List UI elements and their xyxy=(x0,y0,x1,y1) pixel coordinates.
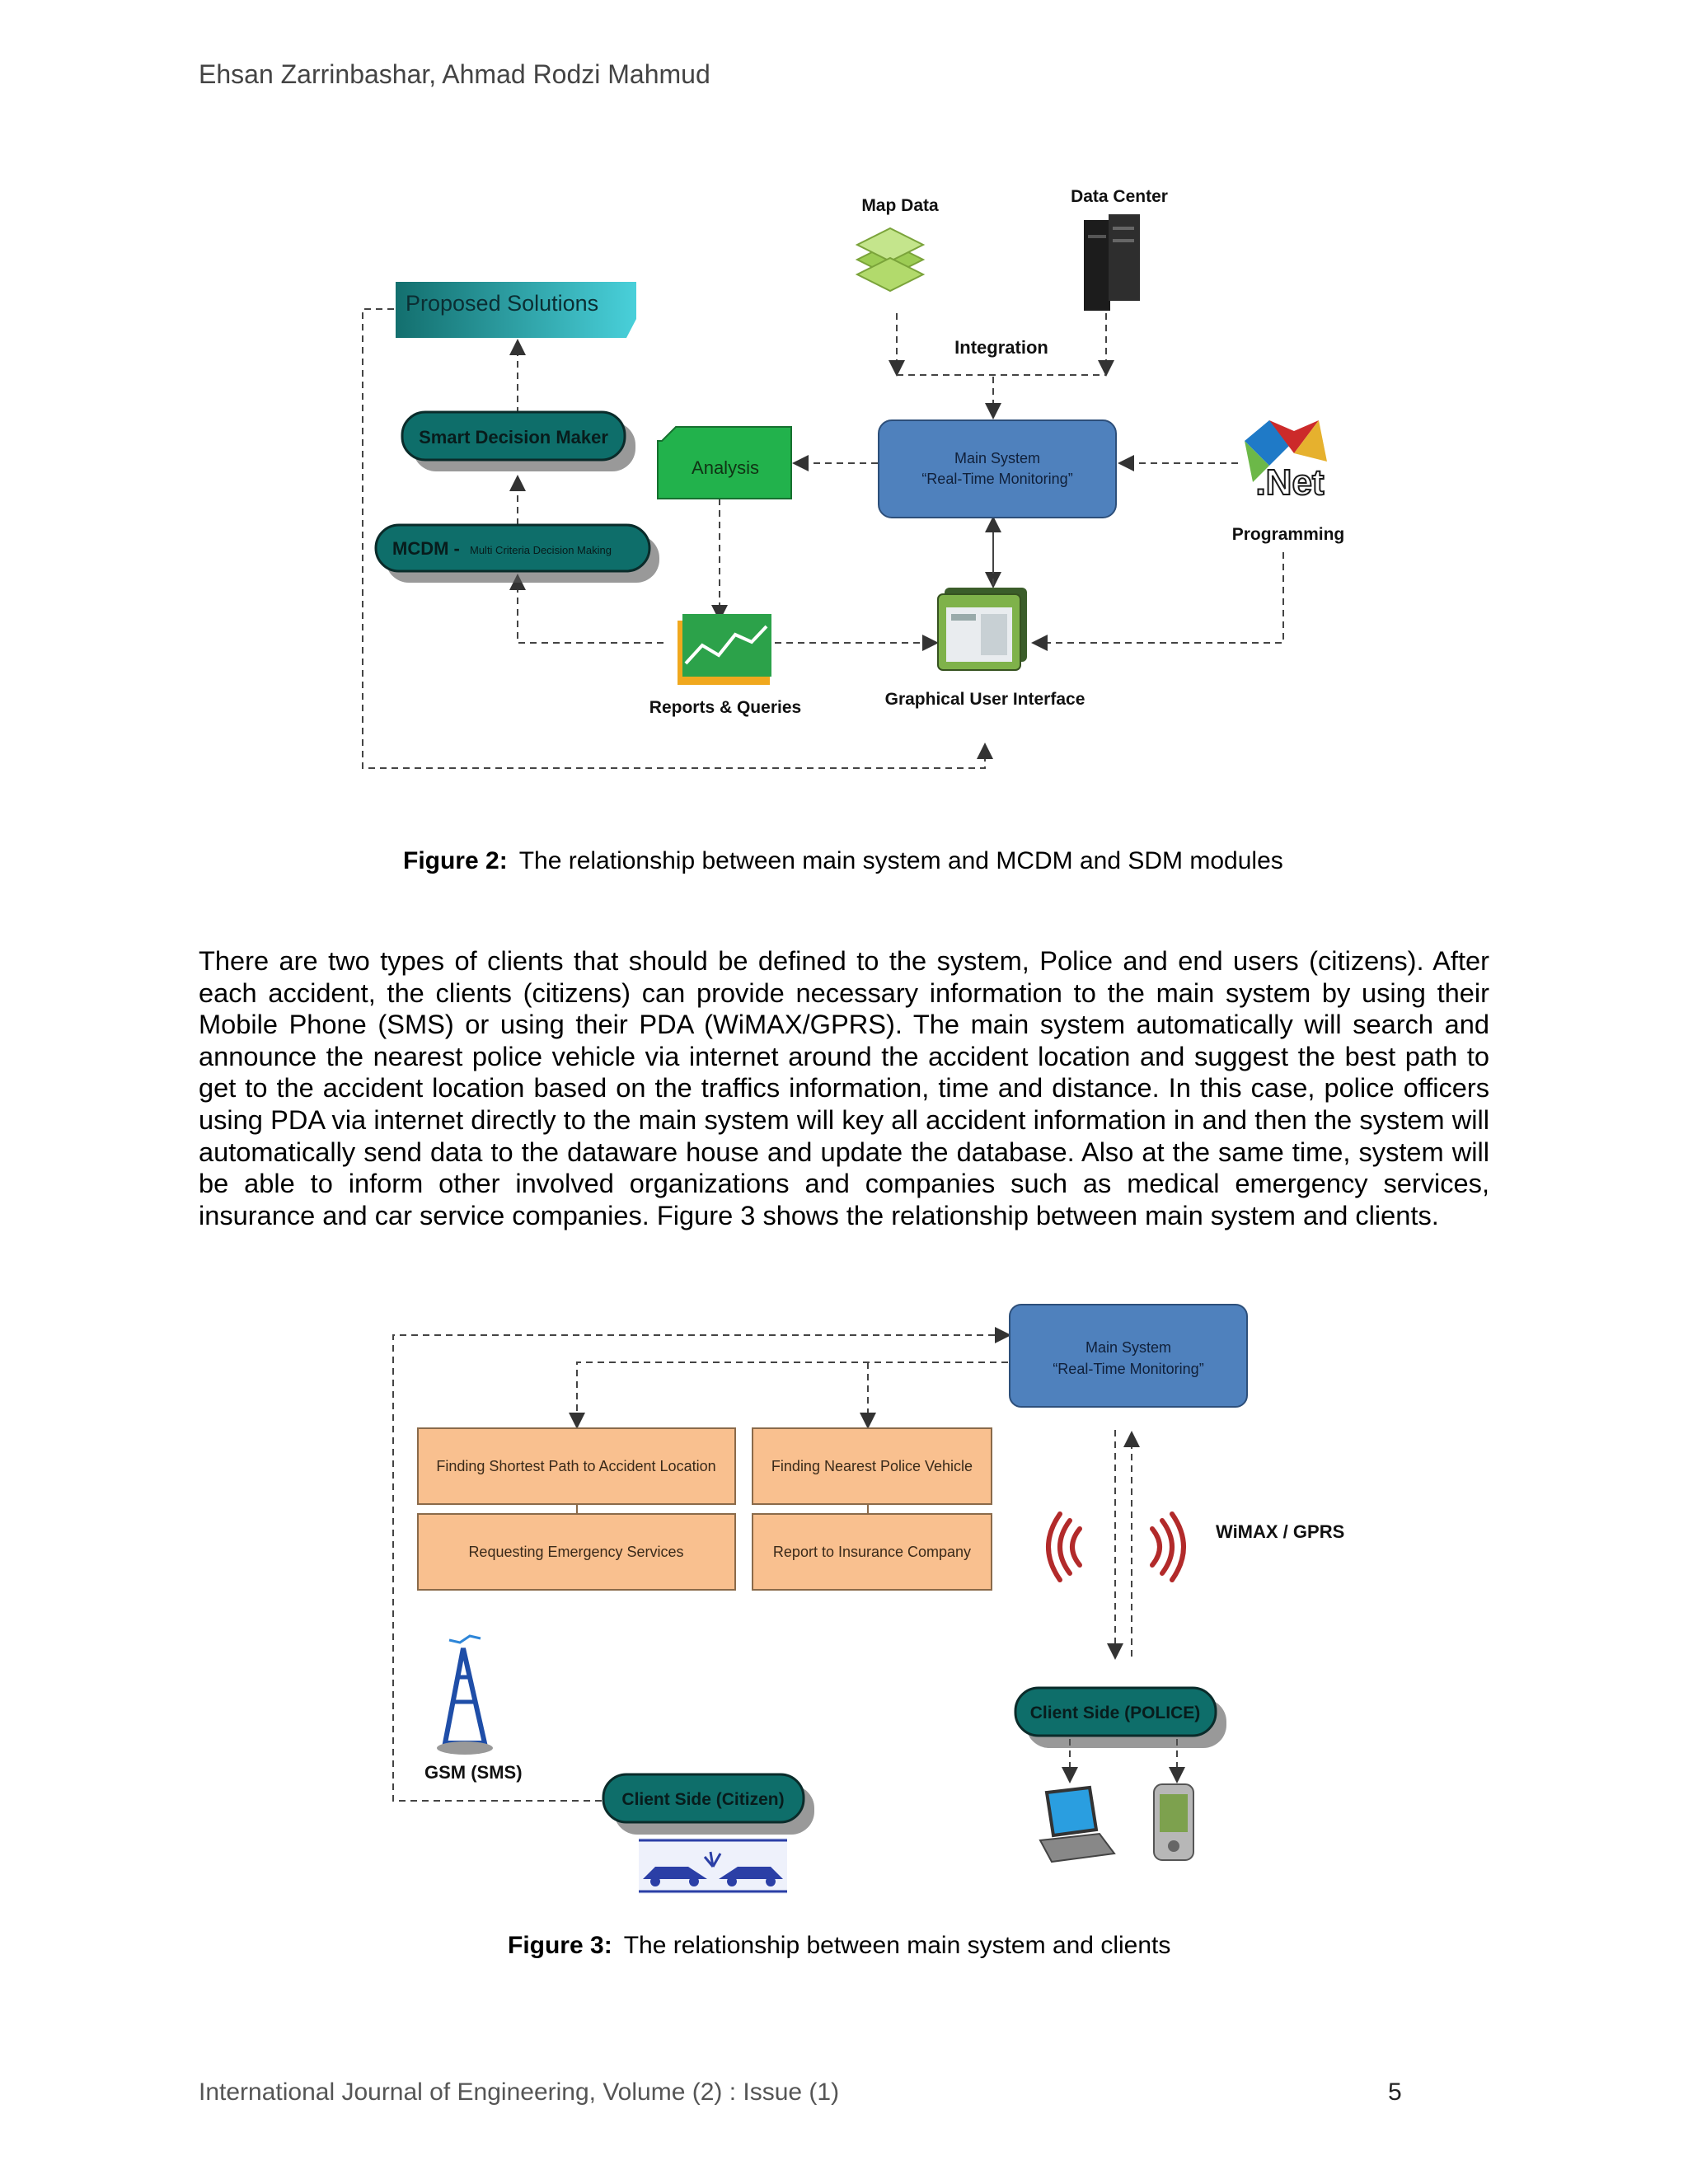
svg-text:Data Center: Data Center xyxy=(1071,187,1168,206)
wimax-label: WiMAX / GPRS xyxy=(1216,1521,1344,1542)
gsm-label: GSM (SMS) xyxy=(424,1762,523,1783)
integration-label: Integration xyxy=(954,337,1048,358)
svg-text:Finding Nearest Police Vehicle: Finding Nearest Police Vehicle xyxy=(771,1458,973,1474)
svg-text:Client Side (POLICE): Client Side (POLICE) xyxy=(1030,1704,1201,1722)
svg-text:.Net: .Net xyxy=(1255,462,1324,503)
figure-2-caption: Figure 2: The relationship between main s… xyxy=(403,847,1283,875)
gsm-tower-icon xyxy=(437,1634,493,1755)
svg-text:Report to Insurance Company: Report to Insurance Company xyxy=(773,1544,971,1560)
svg-text:“Real-Time Monitoring”: “Real-Time Monitoring” xyxy=(1053,1361,1203,1377)
figure-3: Main System “Real-Time Monitoring” Findi… xyxy=(371,1290,1360,1908)
figure-3-caption-label: Figure 3: xyxy=(508,1932,612,1959)
client-police-box: Client Side (POLICE) xyxy=(1014,1686,1226,1748)
svg-text:Map Data: Map Data xyxy=(861,196,939,215)
car-crash-icon xyxy=(639,1838,787,1894)
svg-text:Smart Decision Maker: Smart Decision Maker xyxy=(419,427,608,448)
programming-label: Programming xyxy=(1232,525,1345,544)
svg-text:Main System: Main System xyxy=(1085,1339,1171,1356)
smart-decision-maker-box: Smart Decision Maker xyxy=(401,410,635,471)
client-citizen-box: Client Side (Citizen) xyxy=(602,1773,814,1835)
figure-3-caption: Figure 3: The relationship between main s… xyxy=(508,1932,1170,1960)
gui-window-icon xyxy=(937,588,1027,671)
page-number: 5 xyxy=(1388,2079,1402,2106)
pda-icon xyxy=(1153,1783,1194,1861)
svg-text:“Real-Time Monitoring”: “Real-Time Monitoring” xyxy=(921,471,1072,487)
insurance-box: Report to Insurance Company xyxy=(752,1513,992,1591)
reports-chart-icon xyxy=(678,614,771,685)
journal-footer: International Journal of Engineering, Vo… xyxy=(199,2079,840,2106)
shortest-path-box: Finding Shortest Path to Accident Locati… xyxy=(417,1427,736,1505)
figure-2: Proposed Solutions Smart Decision Maker … xyxy=(346,169,1352,795)
body-paragraph: There are two types of clients that shou… xyxy=(199,945,1489,1230)
svg-text:Client Side (Citizen): Client Side (Citizen) xyxy=(621,1790,784,1809)
map-data-icon: Map Data xyxy=(855,196,939,293)
emergency-services-box: Requesting Emergency Services xyxy=(417,1513,736,1591)
svg-text:Proposed Solutions: Proposed Solutions xyxy=(406,291,598,316)
svg-text:Analysis: Analysis xyxy=(692,457,759,478)
analysis-box: Analysis xyxy=(657,426,792,499)
svg-text:Main System: Main System xyxy=(954,450,1040,466)
gui-label: Graphical User Interface xyxy=(885,690,1085,709)
main-system-box: Main System “Real-Time Monitoring” xyxy=(878,419,1117,518)
svg-text:Requesting Emergency Services: Requesting Emergency Services xyxy=(468,1544,683,1560)
reports-queries-label: Reports & Queries xyxy=(649,698,801,717)
laptop-icon xyxy=(1039,1785,1116,1863)
running-header: Ehsan Zarrinbashar, Ahmad Rodzi Mahmud xyxy=(199,59,710,89)
proposed-solutions-box: Proposed Solutions xyxy=(396,282,636,338)
figure-2-caption-text: The relationship between main system and… xyxy=(518,847,1283,874)
mcdm-box: MCDM - Multi Criteria Decision Making xyxy=(374,523,659,583)
nearest-police-box: Finding Nearest Police Vehicle xyxy=(752,1427,992,1505)
wireless-signal-icon xyxy=(1046,1511,1186,1582)
data-center-icon: Data Center xyxy=(1071,187,1168,311)
svg-text:MCDM -: MCDM - xyxy=(392,538,460,559)
dotnet-logo-icon: .Net xyxy=(1245,420,1327,504)
main-system-box-2: Main System “Real-Time Monitoring” xyxy=(1009,1304,1248,1408)
figure-3-caption-text: The relationship between main system and… xyxy=(623,1932,1171,1959)
svg-text:Finding Shortest Path to Accid: Finding Shortest Path to Accident Locati… xyxy=(436,1458,715,1474)
svg-text:Multi Criteria Decision Makin: Multi Criteria Decision Making xyxy=(470,544,612,556)
figure-2-caption-label: Figure 2: xyxy=(403,847,508,874)
